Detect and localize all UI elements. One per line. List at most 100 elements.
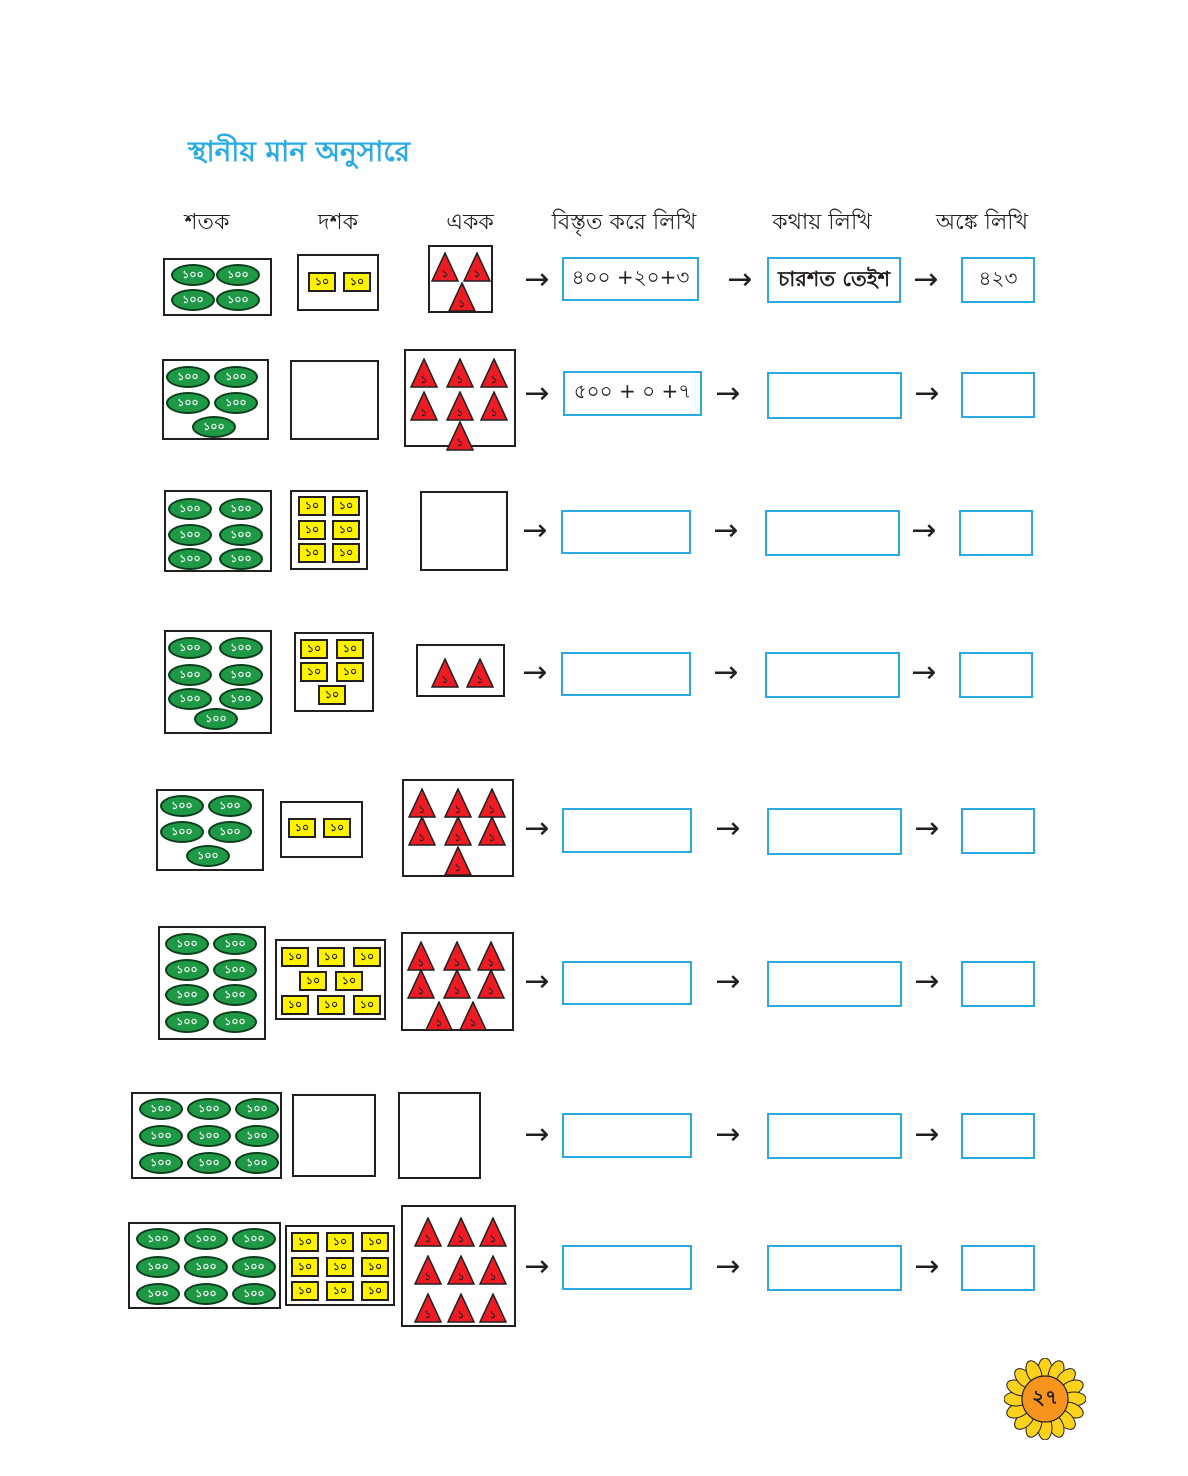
one-triangle: ১ (407, 969, 435, 999)
svg-text:১: ১ (424, 1308, 431, 1321)
one-triangle: ১ (447, 1217, 475, 1247)
hundred-oval: ১০০ (160, 795, 204, 817)
hundred-oval: ১০০ (216, 289, 260, 311)
number-words-field[interactable]: চারশত তেইশ (767, 257, 901, 303)
triangle-shape: ১ (444, 788, 472, 818)
triangle-shape: ১ (479, 1217, 507, 1247)
ten-block: ১০ (298, 543, 326, 563)
number-words-field[interactable] (767, 372, 902, 419)
one-triangle: ১ (443, 941, 471, 971)
triangle-shape: ১ (408, 788, 436, 818)
hundred-oval: ১০০ (165, 959, 209, 981)
header-tens: দশক (318, 210, 358, 235)
svg-text:১: ১ (418, 803, 425, 816)
arrow-icon: → (914, 811, 940, 846)
number-words-field[interactable] (767, 1245, 902, 1291)
number-words-field[interactable] (765, 510, 900, 556)
number-words-field[interactable] (767, 1113, 902, 1159)
triangle-shape: ১ (463, 252, 491, 282)
number-digits-field[interactable] (961, 1245, 1035, 1291)
svg-text:১: ১ (489, 1232, 496, 1245)
number-digits-field[interactable] (959, 652, 1033, 698)
expanded-form-field[interactable] (561, 652, 691, 696)
svg-text:১: ১ (488, 803, 495, 816)
one-triangle: ১ (444, 846, 472, 876)
hundred-oval: ১০০ (166, 366, 210, 388)
triangle-shape: ১ (414, 1293, 442, 1323)
svg-text:১: ১ (473, 267, 480, 280)
one-triangle: ১ (425, 1001, 453, 1031)
ten-block: ১০ (318, 685, 346, 705)
svg-text:১: ১ (417, 956, 424, 969)
number-digits-field[interactable] (961, 808, 1035, 854)
one-triangle: ১ (444, 816, 472, 846)
triangle-shape: ১ (446, 358, 474, 388)
header-hundreds: শতক (184, 210, 230, 235)
number-digits-field[interactable]: ৪২৩ (961, 257, 1035, 303)
svg-text:১: ১ (420, 373, 427, 386)
page-number: ২৭ (1031, 1384, 1058, 1409)
number-words-field[interactable] (765, 652, 900, 698)
number-words-field[interactable] (767, 808, 902, 855)
triangle-shape: ১ (446, 391, 474, 421)
one-triangle: ১ (447, 1255, 475, 1285)
hundred-oval: ১০০ (184, 1256, 228, 1278)
ten-block: ১০ (332, 496, 360, 516)
expanded-form-field[interactable] (562, 808, 692, 853)
triangle-shape: ১ (447, 1293, 475, 1323)
hundred-oval: ১০০ (171, 289, 215, 311)
expanded-form-field[interactable]: ৪০০ +২০+৩ (562, 257, 699, 301)
triangle-shape: ১ (478, 816, 506, 846)
ten-block: ১০ (361, 1232, 389, 1252)
hundred-oval: ১০০ (165, 933, 209, 955)
svg-text:১: ১ (458, 297, 465, 310)
ten-block: ১০ (361, 1257, 389, 1277)
arrow-icon: → (524, 1117, 550, 1152)
svg-text:১: ১ (456, 373, 463, 386)
hundred-oval: ১০০ (219, 548, 263, 570)
svg-text:১: ১ (454, 831, 461, 844)
number-words-field[interactable] (767, 961, 902, 1007)
expanded-form-field[interactable]: ৫০০ + ০ +৭ (563, 371, 702, 416)
hundred-oval: ১০০ (214, 392, 258, 414)
svg-text:১: ১ (487, 984, 494, 997)
triangle-shape: ১ (480, 358, 508, 388)
one-triangle: ১ (446, 421, 474, 451)
ten-block: ১০ (326, 1232, 354, 1252)
one-triangle: ১ (407, 941, 435, 971)
hundred-oval: ১০০ (136, 1228, 180, 1250)
ten-block: ১০ (335, 971, 363, 991)
number-digits-field[interactable] (961, 372, 1035, 418)
arrow-icon: → (914, 1117, 940, 1152)
hundred-oval: ১০০ (139, 1125, 183, 1147)
hundred-oval: ১০০ (187, 1125, 231, 1147)
svg-text:১: ১ (490, 406, 497, 419)
triangle-shape: ১ (444, 846, 472, 876)
ten-block: ১০ (353, 947, 381, 967)
expanded-form-field[interactable] (562, 961, 692, 1005)
ten-block: ১০ (326, 1281, 354, 1301)
hundred-oval: ১০০ (192, 416, 236, 438)
one-triangle: ১ (414, 1255, 442, 1285)
arrow-icon: → (913, 262, 939, 297)
triangle-shape: ১ (425, 1001, 453, 1031)
number-digits-field[interactable] (961, 961, 1035, 1007)
number-digits-field[interactable] (959, 510, 1033, 556)
one-triangle: ১ (410, 358, 438, 388)
header-words: কথায় লিখি (772, 210, 872, 235)
expanded-form-field[interactable] (561, 510, 691, 554)
svg-text:১: ১ (435, 1016, 442, 1029)
triangle-shape: ১ (414, 1255, 442, 1285)
expanded-form-field[interactable] (562, 1245, 692, 1290)
hundred-oval: ১০০ (219, 664, 263, 686)
arrow-icon: → (524, 376, 550, 411)
one-triangle: ১ (446, 358, 474, 388)
ten-block: ১০ (336, 639, 364, 659)
expanded-form-field[interactable] (562, 1113, 692, 1158)
hundred-oval: ১০০ (136, 1256, 180, 1278)
number-digits-field[interactable] (961, 1113, 1035, 1159)
triangle-shape: ১ (410, 358, 438, 388)
